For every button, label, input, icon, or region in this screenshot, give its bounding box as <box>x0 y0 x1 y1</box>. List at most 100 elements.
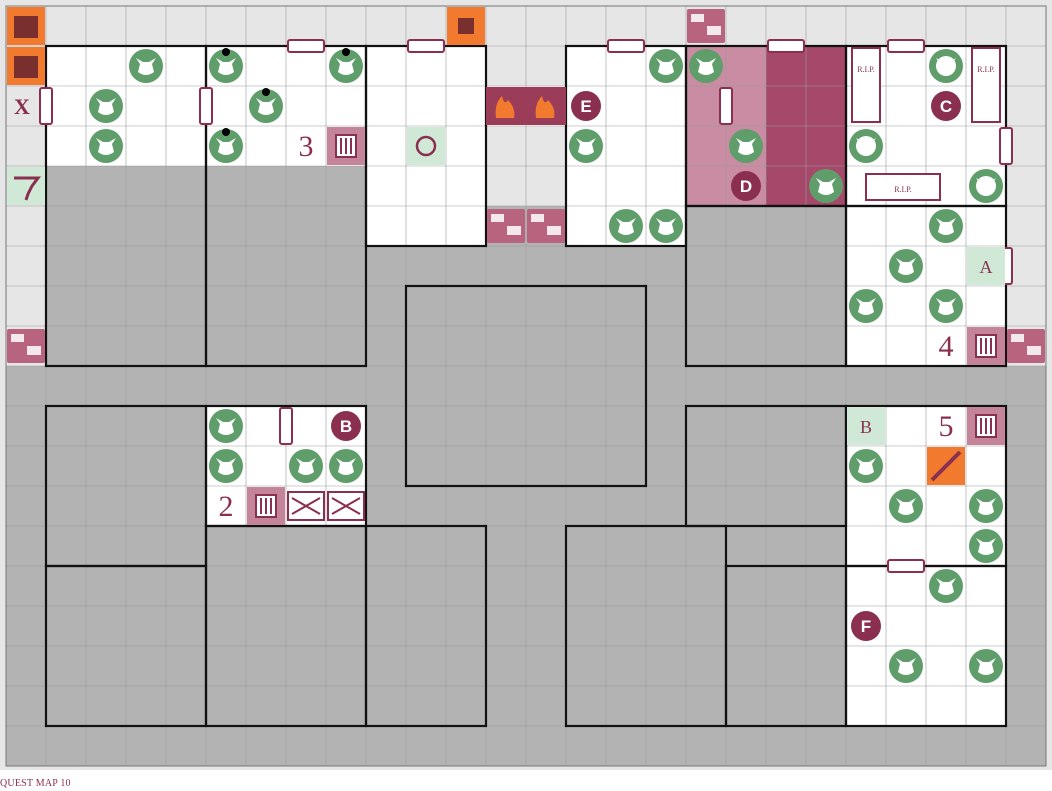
quest-marker-e[interactable] <box>571 91 601 121</box>
goblin-piece[interactable] <box>969 529 1003 563</box>
goblin-piece[interactable] <box>929 569 963 603</box>
fimir-piece[interactable] <box>889 489 923 523</box>
goblin-face[interactable] <box>656 58 676 75</box>
skeleton-piece[interactable] <box>969 169 1003 203</box>
goblin-face[interactable] <box>616 218 636 235</box>
fimir-face[interactable] <box>896 498 916 515</box>
skeleton-piece[interactable] <box>929 49 963 83</box>
quest-marker-f[interactable] <box>851 611 881 641</box>
door-icon <box>887 559 925 573</box>
orc-piece[interactable] <box>209 48 243 83</box>
goblin-piece[interactable] <box>329 449 363 483</box>
trap-label: B <box>860 417 872 437</box>
goblin-piece[interactable] <box>969 489 1003 523</box>
room-wall-18 <box>844 564 1008 728</box>
goblin-piece[interactable] <box>809 169 843 203</box>
rubble-stone <box>1027 346 1041 355</box>
orc-face[interactable] <box>256 98 276 115</box>
goblin-piece[interactable] <box>969 649 1003 683</box>
orc-marker-dot[interactable] <box>222 48 230 56</box>
trap-tile <box>967 247 1005 285</box>
goblin-face[interactable] <box>336 458 356 475</box>
orc-piece[interactable] <box>209 128 243 163</box>
rubble-stone <box>1011 334 1024 342</box>
spell-tile-icon <box>407 127 445 165</box>
goblin-face[interactable] <box>976 538 996 555</box>
goblin-piece[interactable] <box>89 89 123 123</box>
goblin-piece[interactable] <box>929 289 963 323</box>
quest-marker-b[interactable] <box>331 411 361 441</box>
goblin-face[interactable] <box>816 178 836 195</box>
goblin-piece[interactable] <box>849 289 883 323</box>
orc-piece[interactable] <box>329 48 363 83</box>
orc-face[interactable] <box>336 58 356 75</box>
room-number: 4 <box>939 330 954 363</box>
pieces-layer[interactable] <box>89 48 1003 683</box>
fimir-piece[interactable] <box>729 129 763 163</box>
dwarf-face[interactable] <box>216 458 236 475</box>
quest-marker-c[interactable] <box>931 91 961 121</box>
orc-face[interactable] <box>216 138 236 155</box>
tornado-icon <box>14 176 41 201</box>
trap-tile <box>847 407 885 445</box>
skull-face[interactable] <box>976 176 996 196</box>
goblin-piece[interactable] <box>129 49 163 83</box>
goblin-face[interactable] <box>856 298 876 315</box>
goblin-face[interactable] <box>976 498 996 515</box>
rubble-stone <box>531 214 544 222</box>
fimir-face[interactable] <box>896 658 916 675</box>
fimir-face[interactable] <box>736 138 756 155</box>
goblin-piece[interactable] <box>609 209 643 243</box>
goblin-face[interactable] <box>936 218 956 235</box>
orc-marker-dot[interactable] <box>342 48 350 56</box>
room-wall-8 <box>404 284 648 488</box>
skull-face[interactable] <box>936 56 956 76</box>
door-icon <box>887 39 925 53</box>
fimir-piece[interactable] <box>889 649 923 683</box>
skeleton-piece[interactable] <box>849 129 883 163</box>
goblin-piece[interactable] <box>649 49 683 83</box>
door-icon <box>719 87 733 125</box>
rubble-stone <box>507 226 521 235</box>
goblin-piece[interactable] <box>929 209 963 243</box>
goblin-piece[interactable] <box>849 449 883 483</box>
goblin-face[interactable] <box>96 98 116 115</box>
orc-marker-dot[interactable] <box>262 88 270 96</box>
goblin-face[interactable] <box>856 458 876 475</box>
goblin-face[interactable] <box>136 58 156 75</box>
door-icon <box>287 39 325 53</box>
stairway-icon <box>14 16 38 38</box>
rubble-stone <box>691 14 704 22</box>
goblin-face[interactable] <box>576 138 596 155</box>
orc-piece[interactable] <box>249 88 283 123</box>
marker-label: F <box>861 617 871 636</box>
goblin-face[interactable] <box>896 258 916 275</box>
goblin-piece[interactable] <box>649 209 683 243</box>
goblin-face[interactable] <box>696 58 716 75</box>
orc-marker-dot[interactable] <box>222 128 230 136</box>
door-icon <box>999 127 1013 165</box>
goblin-piece[interactable] <box>689 49 723 83</box>
goblin-face[interactable] <box>936 298 956 315</box>
orc-face[interactable] <box>216 58 236 75</box>
goblin-face[interactable] <box>976 658 996 675</box>
quest-marker-d[interactable] <box>731 171 761 201</box>
goblin-piece[interactable] <box>89 129 123 163</box>
goblin-face[interactable] <box>96 138 116 155</box>
goblin-face[interactable] <box>656 218 676 235</box>
skull-face[interactable] <box>856 136 876 156</box>
dwarf-piece[interactable] <box>209 449 243 483</box>
rubble-stone <box>27 346 41 355</box>
weapon-rack-icon <box>331 497 361 515</box>
fire-icon <box>495 96 515 118</box>
dwarf-piece[interactable] <box>209 409 243 443</box>
goblin-face[interactable] <box>296 458 316 475</box>
goblin-piece[interactable] <box>889 249 923 283</box>
dwarf-face[interactable] <box>216 418 236 435</box>
goblin-face[interactable] <box>936 578 956 595</box>
goblin-piece[interactable] <box>289 449 323 483</box>
goblin-piece[interactable] <box>569 129 603 163</box>
